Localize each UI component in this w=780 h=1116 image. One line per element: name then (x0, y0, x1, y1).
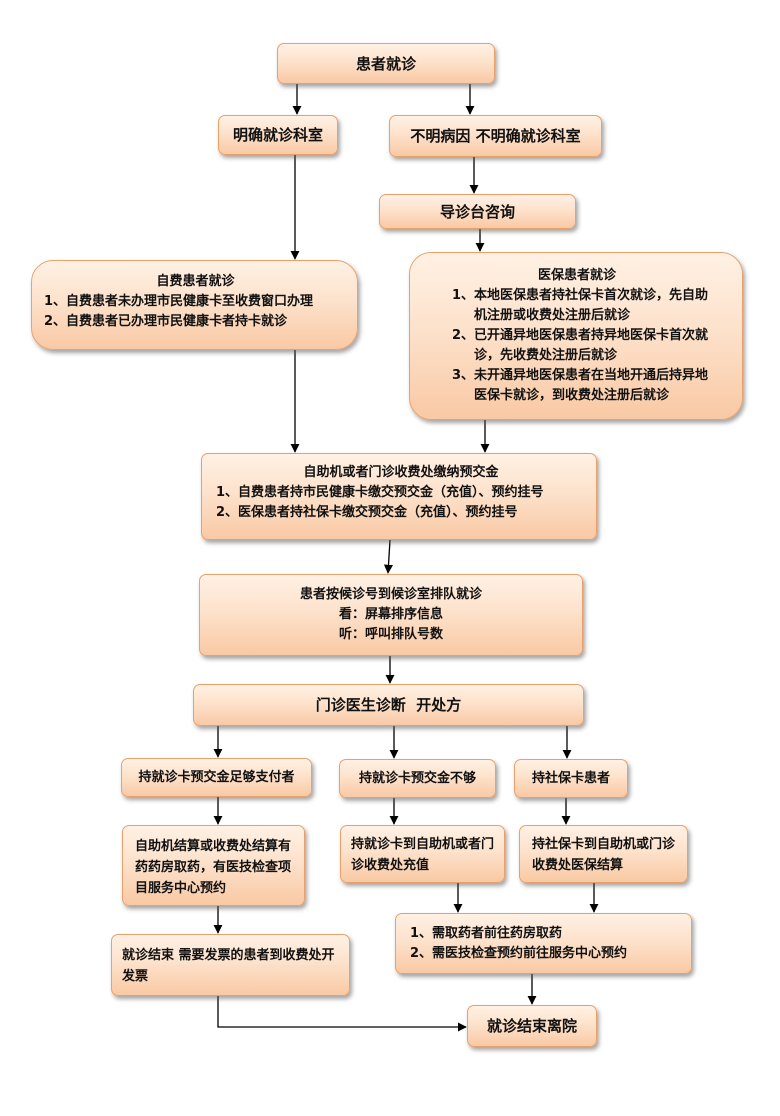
social-card-node: 持社保卡患者 (514, 759, 628, 798)
settle-enough-node: 自助机结算或收费处结算有药药房取药，有医技检查项目服务中心预约 (122, 825, 305, 906)
doctor-label: 门诊医生诊断 开处方 (315, 696, 462, 714)
insured-item-3: 3、未开通异地医保患者在当地开通后持异地医保卡就诊，到收费处注册后就诊 (452, 368, 709, 403)
guide-desk-label: 导诊台咨询 (439, 202, 515, 221)
self-pay-node: 自费患者就诊 1、自费患者未办理市民健康卡至收费窗口办理 2、自费患者已办理市民… (31, 260, 358, 350)
guide-desk-node: 导诊台咨询 (379, 194, 576, 229)
deposit-node: 自助机或者门诊收费处缴纳预交金 1、自费患者持市民健康卡缴交预交金（充值）、预约… (201, 453, 597, 540)
end-node: 就诊结束离院 (467, 1005, 597, 1047)
arrow-deposit-to-queue (383, 539, 394, 574)
known-dept-label: 明确就诊科室 (232, 126, 323, 144)
self-pay-item-1: 1、自费患者未办理市民健康卡至收费窗口办理 (44, 294, 314, 309)
not-enough-label: 持就诊卡预交金不够 (358, 770, 476, 786)
queue-line-look: 看：屏幕排序信息 (338, 607, 443, 622)
invoice-node: 就诊结束 需要发票的患者到收费处开发票 (111, 934, 350, 996)
settle-insured-node: 持社保卡到自助机或门诊收费处医保结算 (519, 825, 688, 883)
insured-title: 医保患者就诊 (537, 268, 616, 283)
self-pay-item-2: 2、自费患者已办理市民健康卡者持卡就诊 (44, 314, 288, 329)
social-card-label: 持社保卡患者 (531, 770, 610, 786)
unknown-dept-label: 不明病因 不明确就诊科室 (410, 127, 581, 145)
invoice-label: 就诊结束 需要发票的患者到收费处开发票 (122, 948, 335, 984)
queue-title: 患者按候诊号到候诊室排队就诊 (299, 587, 482, 602)
known-dept-node: 明确就诊科室 (218, 115, 338, 155)
start-label: 患者就诊 (355, 54, 416, 73)
enough-label: 持就诊卡预交金足够支付者 (138, 769, 295, 785)
settle-insured-label: 持社保卡到自助机或门诊收费处医保结算 (532, 837, 676, 873)
unknown-dept-node: 不明病因 不明确就诊科室 (389, 115, 602, 157)
after-item-2: 2、需医技检查预约前往服务中心预约 (410, 946, 628, 961)
recharge-label: 持就诊卡到自助机或者门诊收费处充值 (351, 837, 495, 873)
insured-item-1: 1、本地医保患者持社保卡首次就诊，先自助机注册或收费处注册后就诊 (452, 288, 709, 323)
deposit-item-1: 1、自费患者持市民健康卡缴交预交金（充值）、预约挂号 (216, 485, 544, 500)
insured-node: 医保患者就诊 1、本地医保患者持社保卡首次就诊，先自助机注册或收费处注册后就诊 … (409, 252, 743, 420)
after-node: 1、需取药者前往药房取药 2、需医技检查预约前往服务中心预约 (395, 913, 692, 974)
insured-item-2: 2、已开通异地医保患者持异地医保卡首次就诊，先收费处注册后就诊 (452, 328, 709, 363)
queue-node: 患者按候诊号到候诊室排队就诊 看：屏幕排序信息 听：呼叫排队号数 (199, 574, 583, 656)
queue-line-listen: 听：呼叫排队号数 (338, 627, 443, 642)
not-enough-node: 持就诊卡预交金不够 (339, 759, 496, 798)
doctor-node: 门诊医生诊断 开处方 (193, 684, 584, 726)
start-node: 患者就诊 (277, 43, 495, 84)
end-label: 就诊结束离院 (486, 1017, 577, 1035)
deposit-item-2: 2、医保患者持社保卡缴交预交金（充值）、预约挂号 (216, 505, 518, 520)
deposit-title: 自助机或者门诊收费处缴纳预交金 (303, 465, 499, 480)
settle-enough-label: 自助机结算或收费处结算有药药房取药，有医技检查项目服务中心预约 (135, 839, 292, 896)
self-pay-title: 自费患者就诊 (156, 274, 235, 289)
after-item-1: 1、需取药者前往药房取药 (410, 926, 563, 941)
enough-node: 持就诊卡预交金足够支付者 (121, 758, 312, 797)
recharge-node: 持就诊卡到自助机或者门诊收费处充值 (340, 825, 505, 883)
arrow-invoice-to-end (217, 996, 467, 1032)
